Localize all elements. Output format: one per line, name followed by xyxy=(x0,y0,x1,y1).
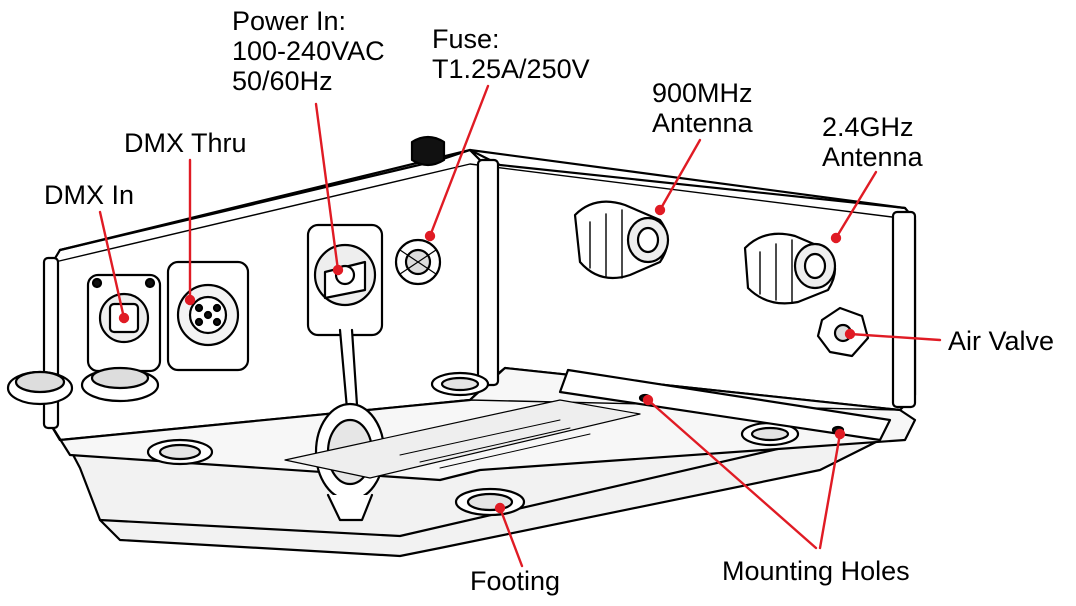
base-plate-lip xyxy=(98,428,862,538)
label-footing: Footing xyxy=(470,566,561,596)
label-plate xyxy=(284,399,641,479)
label-antenna-24: 2.4GHz Antenna xyxy=(822,112,923,172)
label-power-in: Power In: 100-240VAC 50/60Hz xyxy=(232,6,385,96)
leader-mounting-1 xyxy=(646,398,818,550)
label-antenna-900: 900MHz Antenna xyxy=(652,78,753,138)
leader-power-in xyxy=(314,102,340,272)
top-edge xyxy=(58,148,907,252)
fuse-title: Fuse: xyxy=(432,24,500,54)
top-knob xyxy=(410,135,446,167)
top-rim xyxy=(54,163,901,263)
leader-fuse xyxy=(428,84,490,238)
leader-air-valve xyxy=(848,332,942,342)
power-in-frequency: 50/60Hz xyxy=(232,66,333,96)
leader-antenna-900 xyxy=(658,138,702,212)
leader-mounting-2 xyxy=(818,432,842,550)
leader-dmx-in xyxy=(98,210,126,320)
corner-post-right xyxy=(891,210,917,409)
power-in-voltage: 100-240VAC xyxy=(232,36,385,66)
antenna-900-frequency: 900MHz xyxy=(652,78,753,108)
leader-antenna-24 xyxy=(834,170,878,240)
power-in-title: Power In: xyxy=(232,6,347,36)
leader-footing xyxy=(498,506,524,568)
antenna-900-word: Antenna xyxy=(652,108,753,138)
corner-post-mid xyxy=(476,158,500,387)
mounting-rail xyxy=(558,368,892,442)
fuse-rating: T1.25A/250V xyxy=(432,54,590,84)
label-dmx-in: DMX In xyxy=(44,180,135,210)
label-mounting-holes: Mounting Holes xyxy=(722,556,910,586)
label-fuse: Fuse: T1.25A/250V xyxy=(432,24,590,84)
label-dmx-thru: DMX Thru xyxy=(124,128,247,158)
label-air-valve: Air Valve xyxy=(948,326,1055,356)
antenna-24-frequency: 2.4GHz xyxy=(822,112,914,142)
antenna-24-word: Antenna xyxy=(822,142,923,172)
